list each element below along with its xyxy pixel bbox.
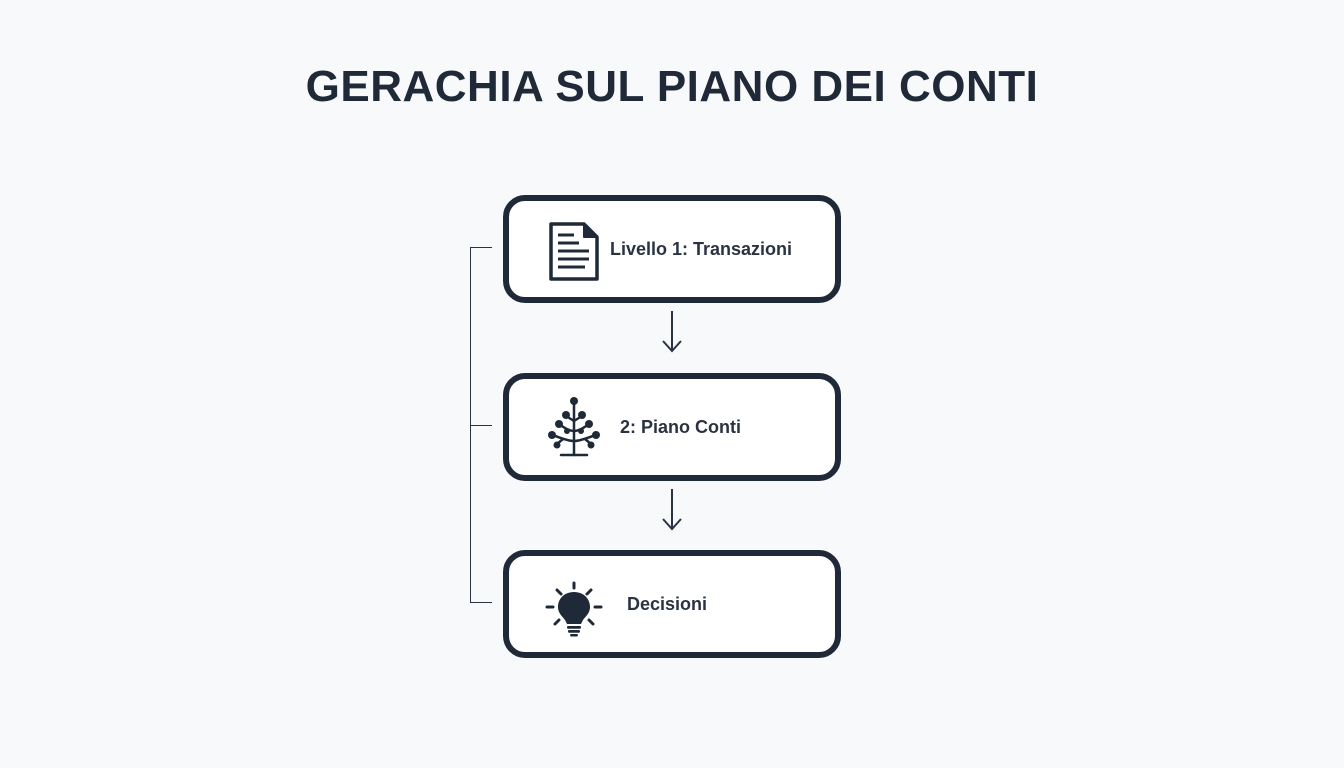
down-arrow-icon: [662, 311, 682, 353]
level-label-transactions: Livello 1: Transazioni: [610, 239, 793, 259]
bracket-tick-level-3: [470, 602, 492, 603]
bracket-tick-level-2: [470, 425, 492, 426]
level-label-decisions: Decisioni: [627, 594, 708, 614]
level-box-decisions: Decisioni: [503, 550, 841, 658]
level-label-chart-of-accounts: 2: Piano Conti: [620, 417, 741, 437]
tree-icon: [539, 393, 609, 463]
document-icon: [539, 215, 609, 285]
level-box-transactions: Livello 1: Transazioni: [503, 195, 841, 303]
bracket-tick-level-1: [470, 247, 492, 248]
down-arrow-icon: [662, 489, 682, 531]
diagram-title: GERACHIA SUL PIANO DEI CONTI: [305, 62, 1039, 111]
lightbulb-icon: [539, 570, 609, 640]
level-box-chart-of-accounts: 2: Piano Conti: [503, 373, 841, 481]
